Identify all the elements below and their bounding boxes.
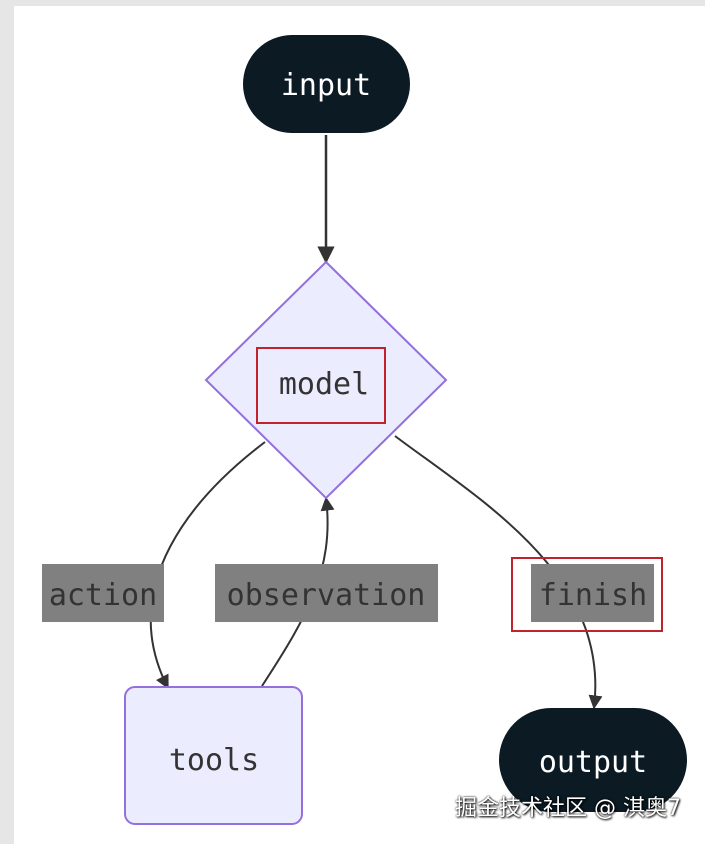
edge-label-action-text: action <box>49 578 157 613</box>
node-tools: tools <box>124 686 303 825</box>
node-model: model <box>204 260 448 500</box>
node-input-label: input <box>281 68 371 103</box>
edge-label-action: action <box>42 564 164 622</box>
watermark: 掘金技术社区 @ 淇奥7 <box>455 796 681 821</box>
node-model-label: model <box>279 367 369 402</box>
finish-highlight-box <box>511 557 663 632</box>
edge-model-tools <box>149 441 266 690</box>
node-output: output <box>499 708 687 812</box>
node-output-label: output <box>539 745 647 780</box>
edge-label-observation: observation <box>215 564 438 622</box>
edge-model-output <box>394 435 603 710</box>
top-border <box>0 0 705 6</box>
left-border <box>0 0 14 844</box>
edge-label-finish: finish <box>511 557 663 632</box>
edge-label-observation-text: observation <box>227 578 426 613</box>
edge-label-finish-text: finish <box>539 578 647 613</box>
node-input: input <box>243 35 410 133</box>
model-highlight-box <box>256 347 386 424</box>
node-tools-label: tools <box>169 743 259 778</box>
